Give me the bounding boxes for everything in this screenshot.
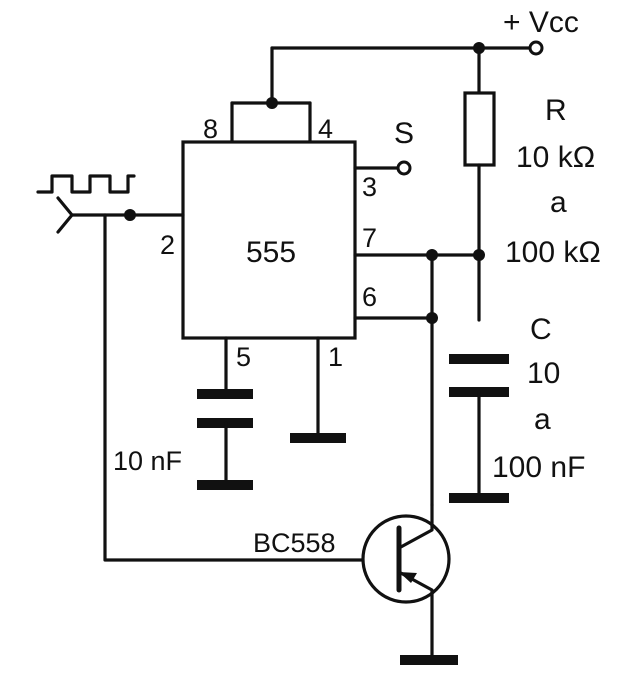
square-wave-icon: [36, 174, 136, 194]
pin-7-label: 7: [362, 223, 377, 253]
ic-555-label: 555: [246, 236, 296, 269]
pin-3-label: 3: [362, 172, 377, 202]
capacitor-control: [197, 336, 253, 490]
output-label: S: [394, 117, 414, 150]
capacitor-c: [449, 354, 509, 503]
vcc-terminal: [528, 40, 544, 56]
vcc-label: + Vcc: [503, 6, 579, 39]
resistor-name: R: [545, 94, 567, 127]
emitter-arrow-icon: [399, 572, 417, 583]
pin-2-label: 2: [160, 230, 175, 260]
transistor-label: BC558: [253, 528, 336, 558]
resistor-r: [463, 46, 496, 322]
junction-pin7-resistor: [473, 249, 485, 261]
junction-pin7-collector: [426, 249, 438, 261]
capacitor-c-value-min: 10: [527, 357, 560, 390]
resistor-value-min: 10 kΩ: [516, 141, 595, 174]
pin-8-label: 8: [203, 114, 218, 144]
ic-555-body: [181, 140, 357, 340]
pin-5-label: 5: [236, 342, 251, 372]
pin-1-label: 1: [328, 342, 343, 372]
capacitor-control-value: 10 nF: [113, 446, 182, 476]
transistor-bc558: [361, 503, 458, 665]
pin-4-label: 4: [318, 114, 333, 144]
resistor-value-max: 100 kΩ: [505, 236, 601, 269]
resistor-sep: a: [550, 186, 567, 219]
junction-input: [124, 209, 136, 221]
capacitor-c-sep: a: [534, 403, 551, 436]
ground-pin1: [290, 336, 346, 443]
input-arrow-icon: [56, 196, 74, 234]
junction-pins-8-4: [266, 97, 278, 109]
junction-pin6: [426, 312, 438, 324]
output-terminal: [396, 160, 412, 176]
capacitor-c-name: C: [530, 313, 552, 346]
capacitor-c-value-max: 100 nF: [492, 451, 585, 484]
pin-6-label: 6: [362, 282, 377, 312]
discharge-threshold-wiring: [353, 253, 481, 507]
